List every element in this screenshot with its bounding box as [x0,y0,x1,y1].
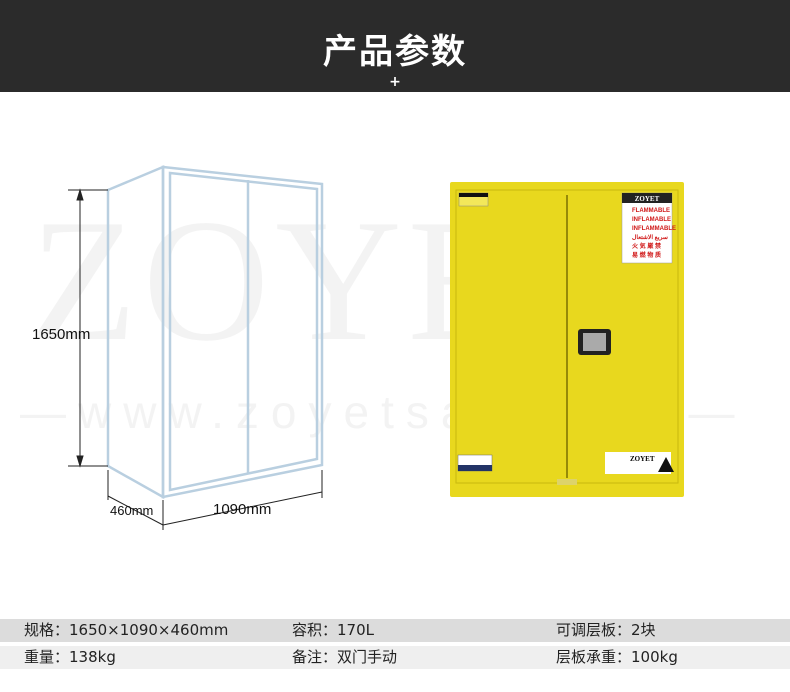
height-dimension-label: 1650mm [32,326,91,343]
depth-dimension-label: 460mm [110,503,154,518]
spec-row: 重量：138kg 备注：双门手动 层板承重：100kg [0,646,790,669]
spec-note: 备注：双门手动 [292,648,398,666]
plus-mark: + [389,74,401,90]
spec-size: 规格：1650×1090×460mm [24,621,229,639]
svg-text:سريع الاشتعال: سريع الاشتعال [632,234,668,241]
yellow-cabinet: ZOYET FLAMMABLE INFLAMABLE INFLAMMABLE سري… [450,182,684,497]
spec-weight: 重量：138kg [24,648,116,666]
spec-shelves: 可调层板：2块 [556,621,656,639]
spec-row: 规格：1650×1090×460mm 容积：170L 可调层板：2块 [0,619,790,642]
spec-shelf-load: 层板承重：100kg [556,648,678,666]
spec-volume: 容积：170L [292,621,374,639]
svg-text:易 燃 物 质: 易 燃 物 质 [631,251,661,259]
page-title: 产品参数 [323,32,467,72]
svg-text:ZOYET: ZOYET [630,455,655,463]
svg-text:火 気 厳 禁: 火 気 厳 禁 [632,242,661,250]
header-bar: 产品参数 + [0,0,790,92]
svg-text:FLAMMABLE: FLAMMABLE [632,208,670,214]
svg-text:ZOYET: ZOYET [635,195,660,203]
width-dimension-label: 1090mm [213,501,272,518]
svg-text:INFLAMMABLE: INFLAMMABLE [632,226,676,232]
svg-text:INFLAMABLE: INFLAMABLE [632,217,671,223]
